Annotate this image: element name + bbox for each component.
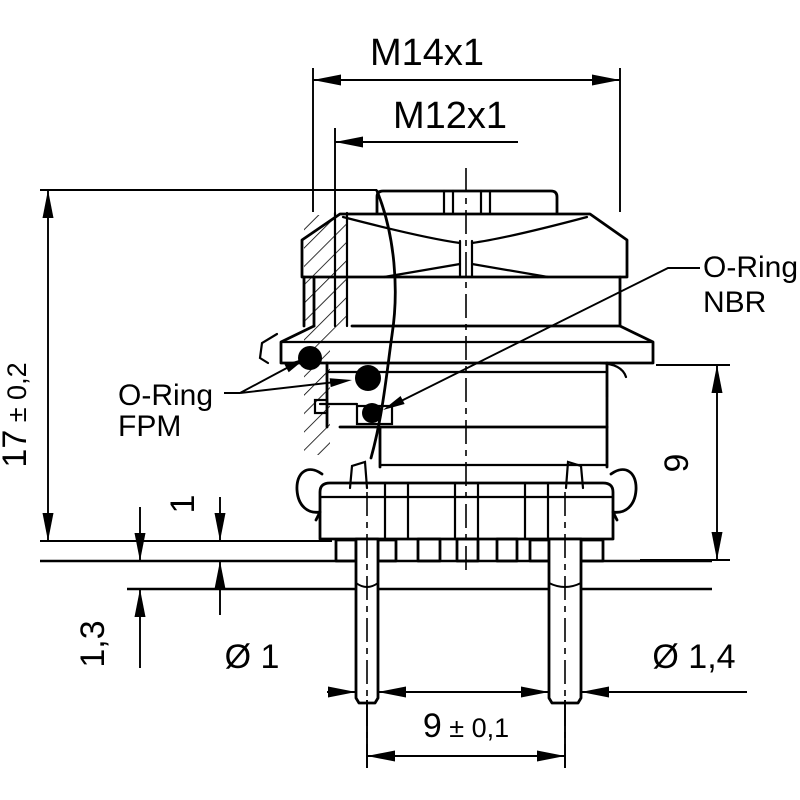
oring-fpm-label-line1: O-Ring	[118, 379, 213, 412]
spring-clip-right	[609, 468, 638, 522]
oring-groove-tab	[313, 398, 329, 415]
dim-m14-label: M14x1	[370, 32, 484, 74]
nut-facet-arc-br	[470, 262, 550, 279]
cap-slot-lines	[442, 189, 492, 215]
dim-m12-lines	[334, 128, 518, 213]
oring-fpm-dot-1	[298, 346, 322, 370]
nut-facet-lines	[458, 239, 474, 279]
dim-pitch-lines	[366, 700, 566, 768]
flange-bracket-left	[258, 332, 279, 365]
nut-facet-arc-right	[470, 215, 589, 245]
oring-nbr-dot	[362, 403, 382, 423]
oring-fpm-dot-2	[355, 365, 381, 391]
spring-clip-left	[295, 468, 324, 522]
flange-lip-right	[598, 361, 628, 399]
nut-facet-arc-bl	[382, 262, 462, 279]
oring-nbr-label-line2: NBR	[703, 286, 766, 319]
dim-9-right-lines	[640, 364, 730, 561]
dim-m14-lines	[312, 68, 621, 212]
dim-13-label: 1,3	[74, 620, 112, 667]
dim-m12-label: M12x1	[393, 95, 507, 137]
contact-channel-lines	[383, 481, 550, 541]
oring-fpm-label-line2: FPM	[118, 410, 181, 443]
lower-skirt	[378, 425, 609, 469]
nbr-leader	[388, 267, 700, 408]
oring-markers	[298, 346, 382, 423]
crimp-tab-right	[564, 460, 585, 490]
dim-dia-large-label: Ø 1,4	[652, 638, 735, 676]
dim-dia-small-label: Ø 1	[225, 638, 280, 676]
dim-17-lines	[40, 189, 377, 542]
dim-1-label: 1	[164, 495, 202, 514]
nut-facet-arc-left	[341, 215, 462, 245]
thread-bore-lines	[333, 211, 349, 328]
hex-nut	[300, 212, 629, 279]
dim-17-label: 17 ± 0,2	[0, 362, 34, 467]
collar	[302, 275, 622, 328]
dim-9-right-label: 9	[658, 454, 696, 473]
crimp-tab-left	[348, 460, 369, 490]
oring-labels: O-Ring FPM O-Ring NBR	[118, 251, 798, 443]
dimension-texts: M14x1 M12x1 17 ± 0,2 9 1 1,3 Ø 1 Ø 1,4 9…	[0, 32, 736, 745]
oring-nbr-label-line1: O-Ring	[703, 251, 798, 284]
dim-pitch-label: 9 ± 0,1	[423, 707, 509, 745]
